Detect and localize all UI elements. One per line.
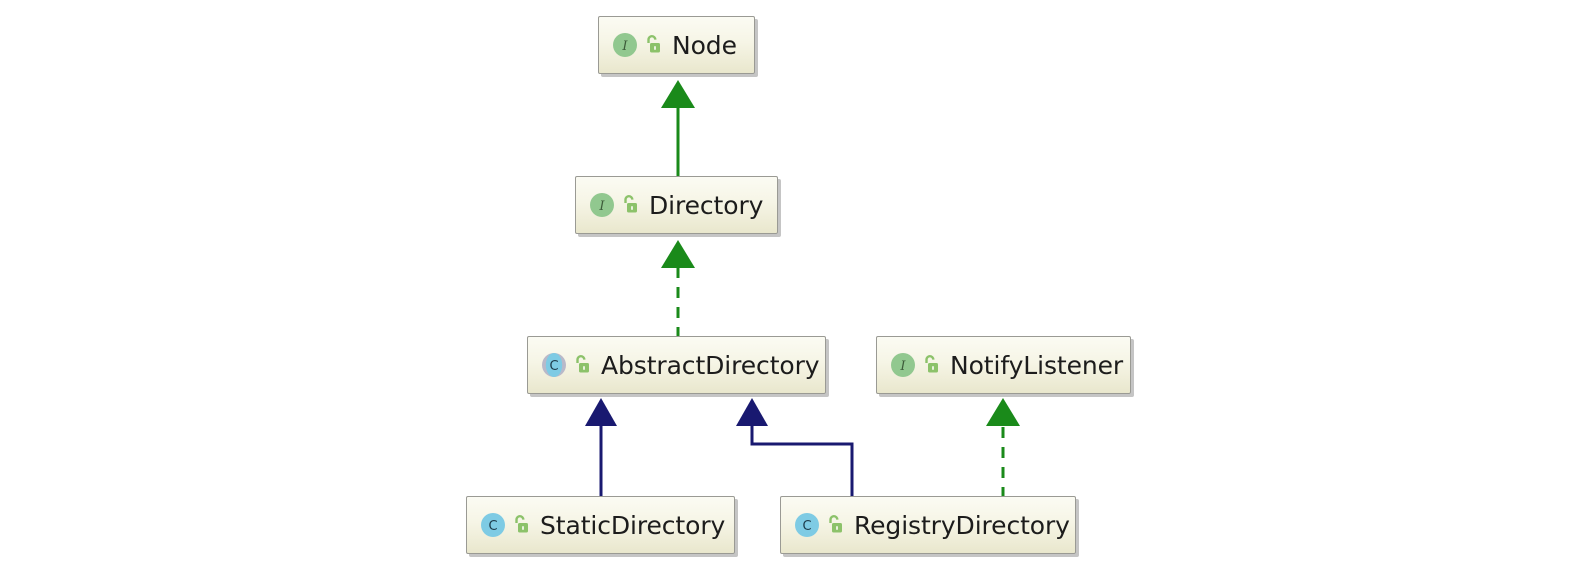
uml-node-registry-directory[interactable]: C RegistryDirectory: [780, 496, 1076, 554]
unlocked-padlock-icon: [921, 354, 941, 376]
unlocked-padlock-icon: [620, 194, 640, 216]
unlocked-padlock-icon: [511, 514, 531, 536]
unlocked-padlock-icon: [572, 354, 592, 376]
edge-abstractdirectory-implements-directory: [661, 240, 695, 338]
svg-text:I: I: [598, 199, 605, 214]
uml-node-directory[interactable]: I Directory: [575, 176, 778, 234]
uml-node-label: NotifyListener: [950, 350, 1124, 380]
uml-node-label: Directory: [649, 190, 764, 220]
uml-node-label: RegistryDirectory: [854, 510, 1070, 540]
svg-text:I: I: [899, 359, 906, 374]
class-icon: C: [794, 512, 820, 538]
edge-directory-extends-node: [661, 80, 695, 178]
uml-node-label: StaticDirectory: [540, 510, 726, 540]
uml-node-node[interactable]: I Node: [598, 16, 755, 74]
edge-registrydirectory-implements-notifylistener: [986, 398, 1020, 498]
svg-text:C: C: [549, 359, 558, 374]
uml-node-notify-listener[interactable]: I NotifyListener: [876, 336, 1131, 394]
uml-node-label: Node: [672, 30, 737, 60]
abstract-class-icon: C: [541, 352, 567, 378]
unlocked-padlock-icon: [643, 34, 663, 56]
uml-node-static-directory[interactable]: C StaticDirectory: [466, 496, 735, 554]
svg-text:C: C: [802, 519, 811, 534]
svg-text:I: I: [621, 39, 628, 54]
uml-node-abstract-directory[interactable]: C AbstractDirectory: [527, 336, 826, 394]
interface-icon: I: [589, 192, 615, 218]
edge-registrydirectory-extends-abstractdirectory: [736, 398, 854, 498]
uml-node-label: AbstractDirectory: [601, 350, 820, 380]
svg-text:C: C: [488, 519, 497, 534]
edge-staticdirectory-extends-abstractdirectory: [585, 398, 617, 498]
class-icon: C: [480, 512, 506, 538]
interface-icon: I: [612, 32, 638, 58]
unlocked-padlock-icon: [825, 514, 845, 536]
interface-icon: I: [890, 352, 916, 378]
